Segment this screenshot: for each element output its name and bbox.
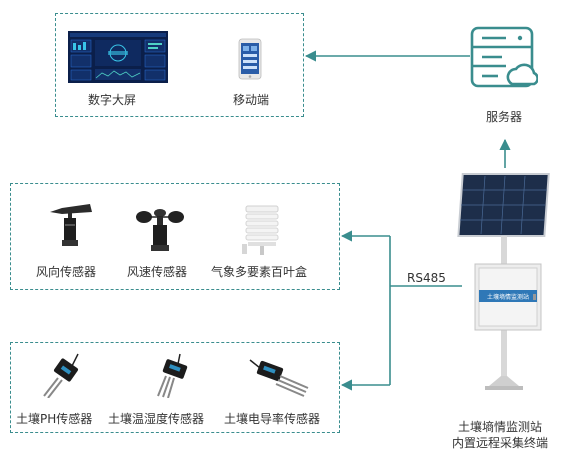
soil-conductivity-label: 土壤电导率传感器 [224, 412, 321, 426]
wind-direction-sensor-image [50, 204, 92, 246]
wind-speed-sensor-image [136, 209, 184, 251]
station-panel-text: 土壤墒情监测站 [487, 293, 529, 301]
weather-sensor-group-box [10, 183, 340, 290]
mobile-phone-image [238, 38, 262, 80]
wind-speed-label: 风速传感器 [127, 265, 188, 279]
server-label: 服务器 [486, 110, 523, 124]
louver-box-label: 气象多要素百叶盒 [211, 265, 308, 279]
monitoring-station-image: 土壤墒情监测站 [457, 173, 550, 390]
station-name-line1: 土壤墒情监测站 [458, 420, 543, 434]
soil-conductivity-sensor-image [249, 359, 309, 397]
soil-sensor-group-box [10, 342, 340, 433]
soil-ph-label: 土壤PH传感器 [16, 412, 93, 426]
digital-screen-label: 数字大屏 [88, 93, 137, 107]
soil-temp-humidity-label: 土壤温湿度传感器 [108, 412, 205, 426]
soil-ph-sensor-image [43, 353, 79, 398]
soil-temp-humidity-sensor-image [157, 353, 188, 398]
wind-direction-label: 风向传感器 [36, 265, 97, 279]
display-group-box [55, 13, 304, 117]
server-icon [470, 26, 538, 88]
rs485-label: RS485 [407, 271, 446, 285]
station-name-line2: 内置远程采集终端 [452, 436, 549, 450]
louver-box-image [242, 205, 279, 255]
digital-screen-image [68, 31, 168, 83]
mobile-label: 移动端 [233, 93, 270, 107]
